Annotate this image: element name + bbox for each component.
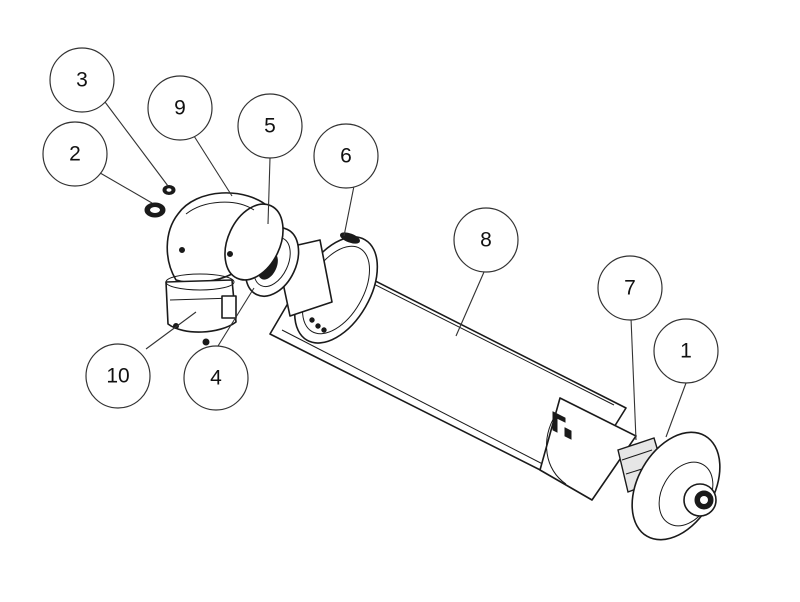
callout-5: 5 [237, 93, 303, 159]
callout-1-label: 1 [680, 340, 692, 363]
elbow [165, 192, 284, 346]
callout-3-label: 3 [76, 69, 88, 92]
callout-6-label: 6 [340, 145, 352, 168]
callout-8-label: 8 [480, 229, 492, 252]
leader-lines [94, 101, 687, 441]
callout-3: 3 [49, 47, 115, 113]
callout-10: 10 [85, 343, 151, 409]
callout-7-label: 7 [624, 277, 636, 300]
callout-2: 2 [42, 121, 108, 187]
callout-9-label: 9 [174, 97, 186, 120]
callout-10-label: 10 [106, 365, 129, 388]
callout-2-label: 2 [69, 143, 81, 166]
callout-5-label: 5 [264, 115, 276, 138]
callout-6: 6 [313, 123, 379, 189]
callout-9: 9 [147, 75, 213, 141]
callout-8: 8 [453, 207, 519, 273]
callout-1: 1 [653, 318, 719, 384]
sealing-rings [144, 185, 176, 218]
callout-7: 7 [597, 255, 663, 321]
terminal-assembly [617, 431, 721, 541]
callout-4-label: 4 [210, 367, 222, 390]
callout-4: 4 [183, 345, 249, 411]
